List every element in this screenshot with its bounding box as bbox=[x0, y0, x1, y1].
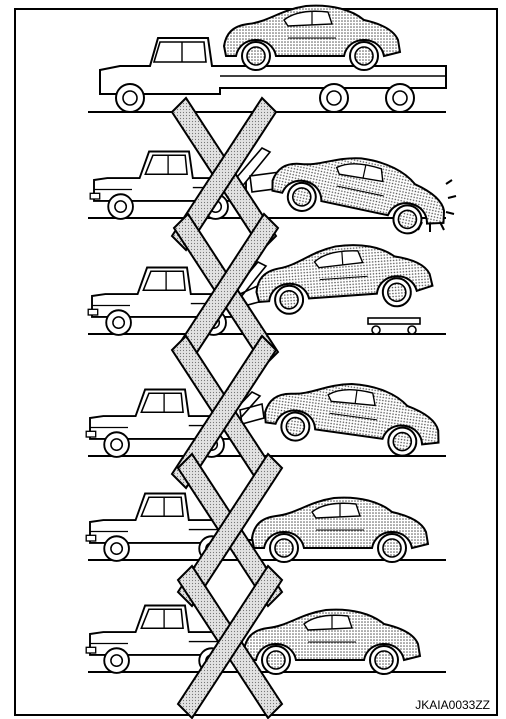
sports-car bbox=[244, 610, 420, 674]
sports-car bbox=[252, 498, 428, 562]
sports-car-tilted bbox=[262, 372, 445, 460]
sports-car-tilted bbox=[268, 141, 454, 241]
row-flatbed-carrier bbox=[88, 6, 446, 112]
wheel-dolly bbox=[368, 318, 420, 334]
figure-id-label: JKAIA0033ZZ bbox=[415, 698, 490, 712]
row-flat-tow bbox=[86, 566, 446, 718]
sports-car bbox=[254, 239, 434, 316]
sports-car bbox=[224, 6, 400, 70]
